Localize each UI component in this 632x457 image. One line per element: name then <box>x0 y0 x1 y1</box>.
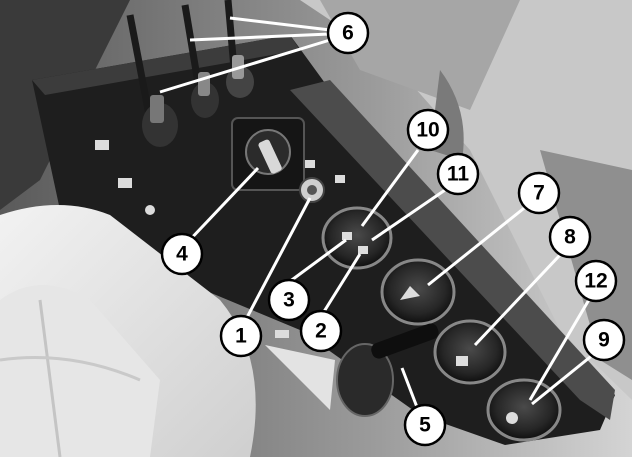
svg-text:10: 10 <box>416 119 439 142</box>
panel-symbols <box>95 140 345 215</box>
callout-2: 2 <box>299 309 343 353</box>
svg-text:7: 7 <box>533 182 545 205</box>
gauge-middle <box>380 258 456 326</box>
seat-cushion <box>0 285 160 457</box>
svg-text:6: 6 <box>342 22 354 45</box>
seat-seam <box>38 299 62 457</box>
svg-text:9: 9 <box>598 329 610 352</box>
leader-lines <box>159 16 606 416</box>
callout-5: 5 <box>403 403 447 447</box>
callout-11: 11 <box>436 152 480 196</box>
svg-text:2: 2 <box>315 320 327 343</box>
svg-text:1: 1 <box>235 325 247 348</box>
callout-12: 12 <box>574 259 618 303</box>
callout-9: 9 <box>582 318 626 362</box>
svg-text:3: 3 <box>283 289 295 312</box>
svg-text:11: 11 <box>447 163 470 186</box>
rotary-switch <box>231 117 305 191</box>
cab-wall <box>300 0 632 400</box>
gauge-lower <box>433 319 507 385</box>
svg-text:4: 4 <box>176 243 188 266</box>
callout-3: 3 <box>267 278 311 322</box>
small-symbol <box>275 330 289 338</box>
callout-10: 10 <box>406 108 450 152</box>
callout-4: 4 <box>160 232 204 276</box>
wedge-symbol <box>265 345 335 410</box>
svg-text:8: 8 <box>564 226 576 249</box>
callout-7: 7 <box>517 171 561 215</box>
svg-text:12: 12 <box>584 270 607 293</box>
key-switch <box>299 177 325 203</box>
cab-window <box>320 0 520 110</box>
callout-1: 1 <box>219 314 263 358</box>
throttle-lever <box>336 323 439 417</box>
callout-6: 6 <box>326 11 370 55</box>
toggle-levers <box>126 0 254 147</box>
callout-8: 8 <box>548 215 592 259</box>
panel-rail <box>290 80 615 420</box>
svg-text:5: 5 <box>419 414 431 437</box>
seat-seam <box>0 356 141 382</box>
gauge-top <box>321 206 393 270</box>
